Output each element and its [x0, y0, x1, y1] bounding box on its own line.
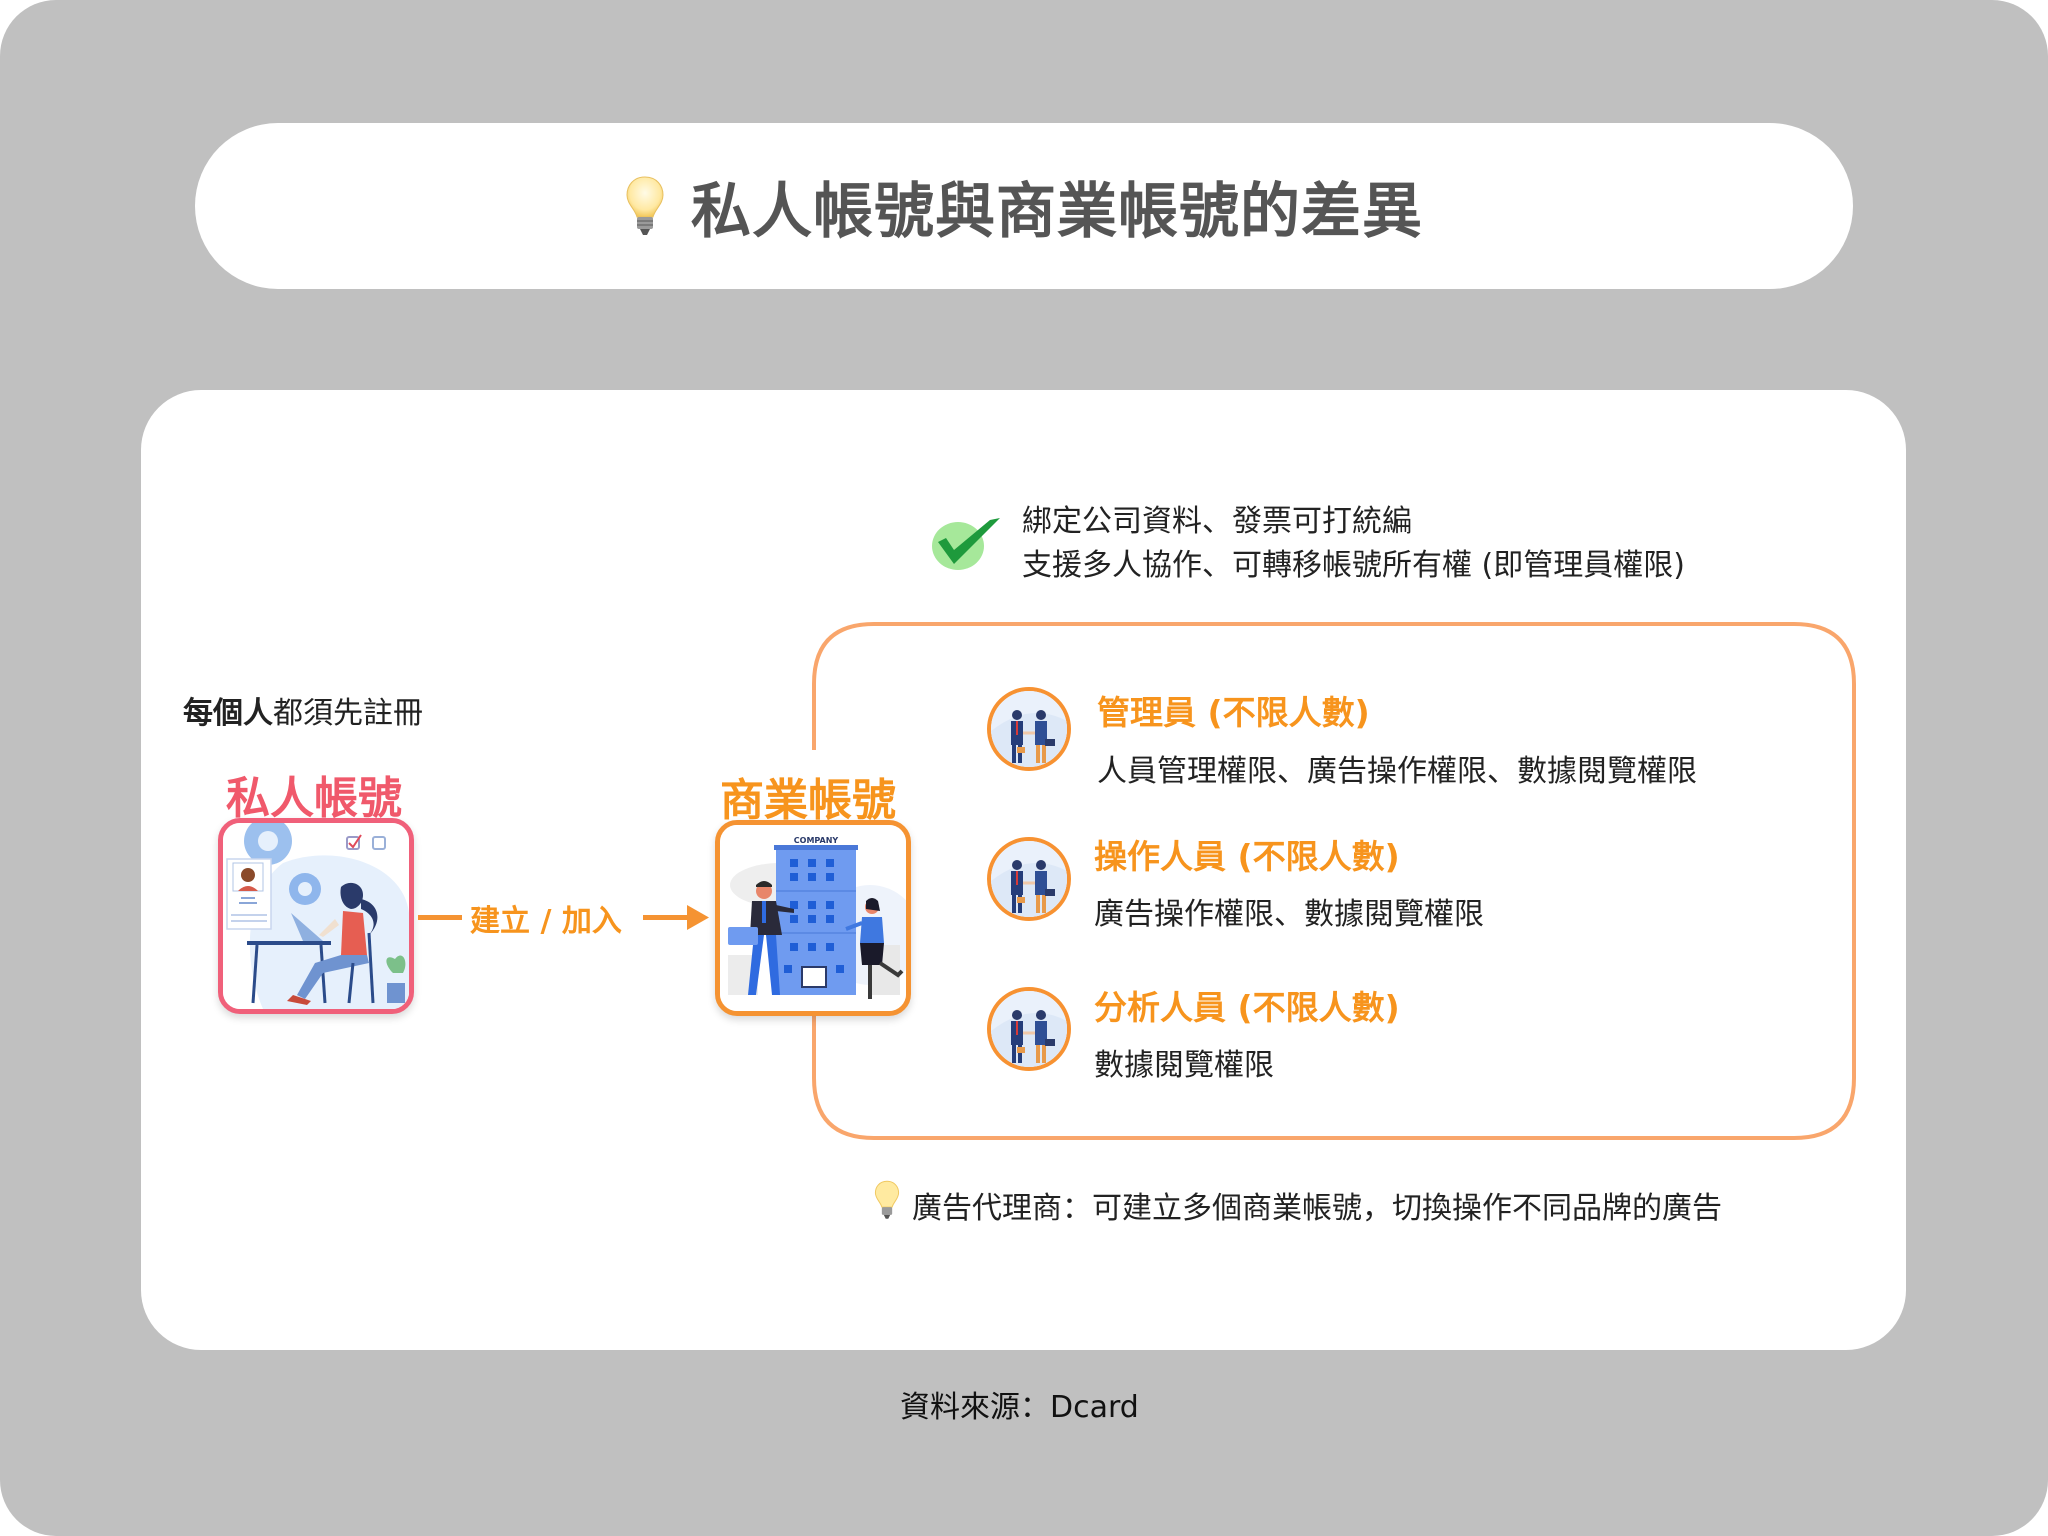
- woman-working-on-laptop-illustration: [223, 823, 409, 1009]
- role-title-admin: 管理員 (不限人數): [1097, 693, 1370, 732]
- agency-note: 廣告代理商：可建立多個商業帳號，切換操作不同品牌的廣告: [912, 1191, 1722, 1226]
- handshake-icon: [987, 987, 1071, 1071]
- lightbulb-icon: [625, 175, 665, 237]
- role-title-analyst: 分析人員 (不限人數): [1094, 988, 1400, 1027]
- registration-note: 每個人都須先註冊: [183, 688, 423, 732]
- role-title-operator: 操作人員 (不限人數): [1094, 837, 1400, 876]
- role-description-admin: 人員管理權限、廣告操作權限、數據閱覽權限: [1097, 754, 1697, 789]
- company-building-illustration: COMPANY: [720, 825, 906, 1011]
- registration-note-bold: 每個人: [183, 696, 273, 731]
- lightbulb-icon: [874, 1180, 900, 1225]
- flow-line-left: [418, 915, 462, 920]
- personal-account-label: 私人帳號: [226, 773, 402, 824]
- feature-list: 綁定公司資料、發票可打統編 支援多人協作、可轉移帳號所有權 (即管理員權限): [1022, 500, 1685, 588]
- role-description-operator: 廣告操作權限、數據閱覽權限: [1094, 897, 1484, 932]
- handshake-icon: [987, 837, 1071, 921]
- source-citation: 資料來源：Dcard: [900, 1390, 1139, 1425]
- handshake-icon: [987, 687, 1071, 771]
- flow-arrow-label: 建立 / 加入: [470, 904, 622, 939]
- business-account-image: COMPANY: [715, 820, 911, 1016]
- svg-text:COMPANY: COMPANY: [794, 836, 839, 845]
- personal-account-image: [218, 818, 414, 1014]
- roles-panel-outline: [812, 622, 1856, 1140]
- arrow-right-icon: [643, 901, 709, 940]
- page-title: 私人帳號與商業帳號的差異: [691, 176, 1423, 247]
- checkmark-icon: [928, 512, 1004, 579]
- feature-line: 綁定公司資料、發票可打統編: [1022, 504, 1412, 539]
- role-description-analyst: 數據閱覽權限: [1094, 1048, 1274, 1083]
- feature-line: 支援多人協作、可轉移帳號所有權 (即管理員權限): [1022, 548, 1685, 583]
- title-banner: 私人帳號與商業帳號的差異: [195, 123, 1853, 289]
- business-account-label: 商業帳號: [720, 775, 896, 826]
- registration-note-rest: 都須先註冊: [273, 696, 423, 731]
